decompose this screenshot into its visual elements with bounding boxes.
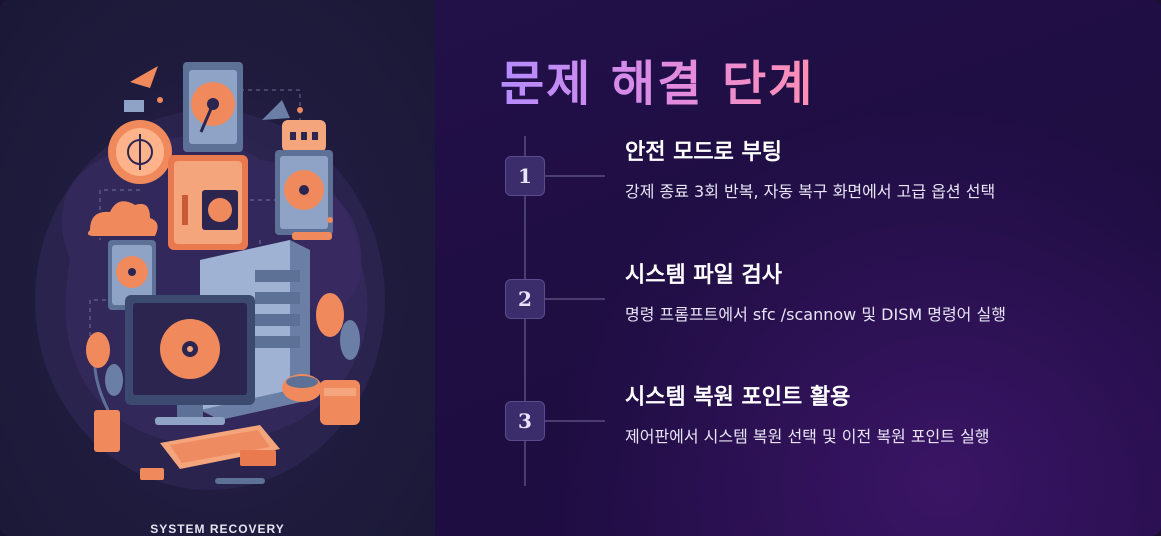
step-description: 제어판에서 시스템 복원 선택 및 이전 복원 포인트 실행 [625,427,990,446]
step-connector [545,175,605,177]
system-recovery-illustration [35,62,385,490]
step-1: 1 안전 모드로 부팅 강제 종료 3회 반복, 자동 복구 화면에서 고급 옵… [435,140,1161,246]
step-number-badge: 3 [505,401,545,441]
step-heading: 안전 모드로 부팅 [625,140,782,165]
step-description: 강제 종료 3회 반복, 자동 복구 화면에서 고급 옵션 선택 [625,182,996,201]
step-connector [545,298,605,300]
step-connector [545,420,605,422]
page-title: 문제 해결 단계 [500,44,814,114]
illustration-panel: SYSTEM RECOVERY [0,0,435,536]
step-number-badge: 1 [505,156,545,196]
step-heading: 시스템 복원 포인트 활용 [625,385,851,410]
step-description: 명령 프롬프트에서 sfc /scannow 및 DISM 명령어 실행 [625,305,1006,324]
step-heading: 시스템 파일 검사 [625,263,782,288]
step-2: 2 시스템 파일 검사 명령 프롬프트에서 sfc /scannow 및 DIS… [435,263,1161,369]
step-number-badge: 2 [505,279,545,319]
steps-panel: 문제 해결 단계 1 안전 모드로 부팅 강제 종료 3회 반복, 자동 복구 … [435,0,1161,536]
illustration-caption: SYSTEM RECOVERY [150,522,285,536]
step-3: 3 시스템 복원 포인트 활용 제어판에서 시스템 복원 선택 및 이전 복원 … [435,385,1161,491]
